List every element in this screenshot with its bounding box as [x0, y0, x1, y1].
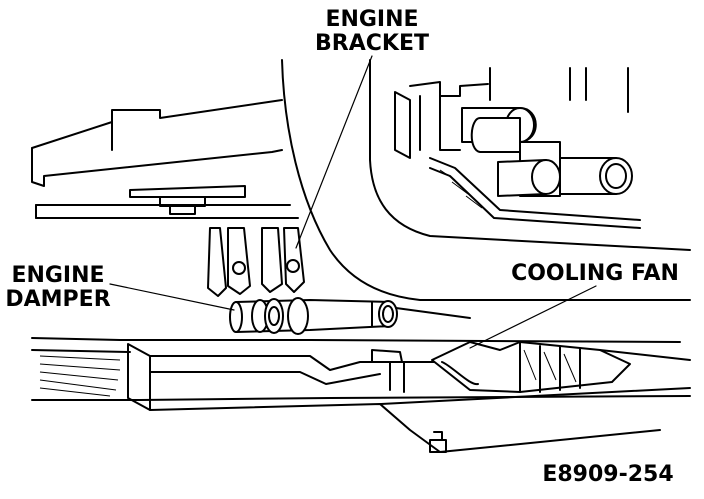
leader-engine-damper: [109, 283, 235, 311]
label-engine-damper-line2: DAMPER: [5, 287, 110, 312]
label-engine-bracket-line1: ENGINE: [325, 7, 418, 32]
label-engine-damper-line1: ENGINE: [11, 263, 104, 288]
radiator-upper-housing: [369, 59, 691, 251]
leader-engine-bracket: [295, 55, 373, 249]
figure-id-label: E8909-254: [542, 462, 673, 487]
leader-lines: [109, 55, 597, 349]
leader-cooling-fan: [469, 285, 597, 349]
engine-block: [31, 59, 691, 301]
label-engine-bracket-line2: BRACKET: [315, 31, 429, 56]
cooling-fan-shroud: [431, 341, 691, 393]
label-cooling-fan: COOLING FAN: [511, 261, 679, 286]
engine-damper: [229, 297, 471, 335]
radiator-support-frame: [31, 337, 691, 453]
engine-bracket: [207, 227, 305, 297]
